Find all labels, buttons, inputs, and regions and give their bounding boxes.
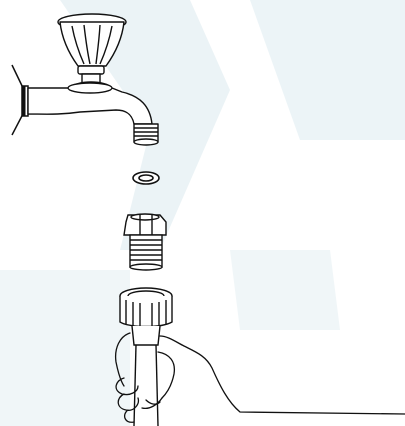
threaded-adapter-icon xyxy=(124,214,166,270)
wall-flange xyxy=(12,65,28,135)
hand-icon xyxy=(116,333,405,422)
washer-icon xyxy=(133,172,159,184)
